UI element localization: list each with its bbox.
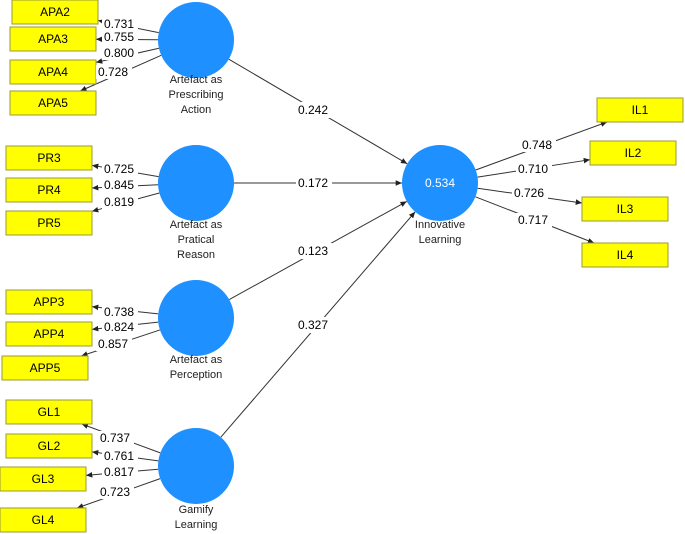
- indicator-box-apa5[interactable]: [9, 90, 97, 116]
- path-coefficient-gl: 0.327: [298, 318, 328, 332]
- indicator-label: APP4: [34, 327, 65, 341]
- path-coefficient-app: 0.123: [298, 244, 328, 258]
- indicator-label: GL3: [32, 472, 55, 486]
- indicator-label: IL2: [625, 146, 642, 160]
- indicator-label: GL2: [38, 439, 61, 453]
- indicator-label: APP5: [30, 361, 61, 375]
- loading-label-bg: [102, 30, 138, 44]
- construct-label-line: Gamify: [179, 504, 214, 516]
- loading-label-bg: [102, 195, 138, 209]
- indicator-box-gl2[interactable]: [5, 433, 93, 459]
- indicator-label: IL1: [632, 103, 649, 117]
- indicator-box-il1[interactable]: [596, 97, 684, 123]
- indicator-label: PR3: [37, 151, 61, 165]
- loading-label-bg: [516, 213, 552, 227]
- construct-label-line: Artefact as: [170, 354, 223, 366]
- loading-label-bg: [102, 449, 138, 463]
- construct-pr[interactable]: [158, 145, 234, 221]
- loading-label-bg: [102, 465, 138, 479]
- indicator-box-pr3[interactable]: [5, 145, 93, 171]
- indicator-label: IL4: [617, 248, 634, 262]
- indicator-label: APA4: [38, 65, 68, 79]
- indicator-box-apa3[interactable]: [9, 26, 97, 52]
- indicator-box-app4[interactable]: [5, 321, 93, 347]
- indicator-box-il3[interactable]: [581, 196, 669, 222]
- loading-label-bg: [102, 178, 138, 192]
- construct-label-line: Action: [181, 104, 212, 116]
- indicator-label: APA2: [40, 5, 70, 19]
- construct-label-line: Innovative: [415, 219, 465, 231]
- path-coefficient-apa: 0.242: [298, 103, 328, 117]
- construct-label-line: Prescribing: [168, 89, 223, 101]
- indicator-label: APA5: [38, 96, 68, 110]
- indicator-box-apa4[interactable]: [9, 59, 97, 85]
- outer-loading-app5: 0.857: [98, 337, 128, 351]
- outer-loading-apa5: 0.728: [98, 65, 128, 79]
- loading-label-bg: [512, 186, 548, 200]
- construct-label-line: Learning: [175, 519, 218, 531]
- path-coefficient-bg: [296, 317, 332, 333]
- outer-loading-gl1: 0.737: [100, 431, 130, 445]
- indicator-box-pr5[interactable]: [5, 210, 93, 236]
- indicator-box-gl3[interactable]: [0, 466, 87, 492]
- outer-loading-gl2: 0.761: [104, 449, 134, 463]
- loading-label-bg: [98, 431, 134, 445]
- indicator-label: GL1: [38, 405, 61, 419]
- loading-label-bg: [96, 65, 132, 79]
- indicator-box-app3[interactable]: [5, 289, 93, 315]
- construct-label-line: Artefact as: [170, 74, 223, 86]
- indicator-box-il2[interactable]: [589, 140, 677, 166]
- construct-apa[interactable]: [158, 2, 234, 78]
- path-coefficient-bg: [296, 102, 332, 118]
- loading-label-bg: [102, 46, 138, 60]
- outer-loading-il3: 0.726: [514, 186, 544, 200]
- indicator-box-il4[interactable]: [581, 242, 669, 268]
- loading-label-bg: [516, 162, 552, 176]
- loading-label-bg: [102, 162, 138, 176]
- indicator-box-apa2[interactable]: [11, 0, 99, 25]
- indicator-label: PR5: [37, 216, 61, 230]
- loading-label-bg: [102, 320, 138, 334]
- loading-label-bg: [102, 305, 138, 319]
- outer-loading-apa3: 0.755: [104, 30, 134, 44]
- outer-loading-apa2: 0.731: [104, 17, 134, 31]
- outer-loading-gl3: 0.817: [104, 465, 134, 479]
- outer-loading-app4: 0.824: [104, 320, 134, 334]
- indicator-label: IL3: [617, 202, 634, 216]
- indicator-label: GL4: [32, 513, 55, 527]
- outer-loading-il2: 0.710: [518, 162, 548, 176]
- outer-loading-il4: 0.717: [518, 213, 548, 227]
- loading-label-bg: [98, 485, 134, 499]
- path-coefficient-bg: [296, 175, 332, 191]
- indicator-box-gl4[interactable]: [0, 507, 87, 533]
- outer-loading-pr3: 0.725: [104, 162, 134, 176]
- loading-label-bg: [520, 138, 556, 152]
- construct-il[interactable]: [402, 145, 478, 221]
- r-squared-value: 0.534: [425, 176, 455, 190]
- construct-label-line: Pratical: [178, 234, 215, 246]
- path-coefficient-bg: [296, 243, 332, 259]
- path-coefficient-pr: 0.172: [298, 176, 328, 190]
- construct-label-line: Artefact as: [170, 219, 223, 231]
- outer-loading-gl4: 0.723: [100, 485, 130, 499]
- indicator-label: APA3: [38, 32, 68, 46]
- construct-label-line: Reason: [177, 249, 215, 261]
- outer-loading-pr5: 0.819: [104, 195, 134, 209]
- indicator-box-pr4[interactable]: [5, 177, 93, 203]
- construct-label-line: Learning: [419, 234, 462, 246]
- indicator-label: PR4: [37, 183, 61, 197]
- outer-loading-app3: 0.738: [104, 305, 134, 319]
- outer-loading-apa4: 0.800: [104, 46, 134, 60]
- construct-gl[interactable]: [158, 428, 234, 504]
- construct-label-line: Perception: [170, 369, 223, 381]
- indicator-box-app5[interactable]: [1, 355, 89, 381]
- outer-loading-pr4: 0.845: [104, 178, 134, 192]
- indicator-box-gl1[interactable]: [5, 399, 93, 425]
- indicator-label: APP3: [34, 295, 65, 309]
- loading-label-bg: [96, 337, 132, 351]
- construct-app[interactable]: [158, 280, 234, 356]
- outer-loading-il1: 0.748: [522, 138, 552, 152]
- loading-label-bg: [102, 17, 138, 31]
